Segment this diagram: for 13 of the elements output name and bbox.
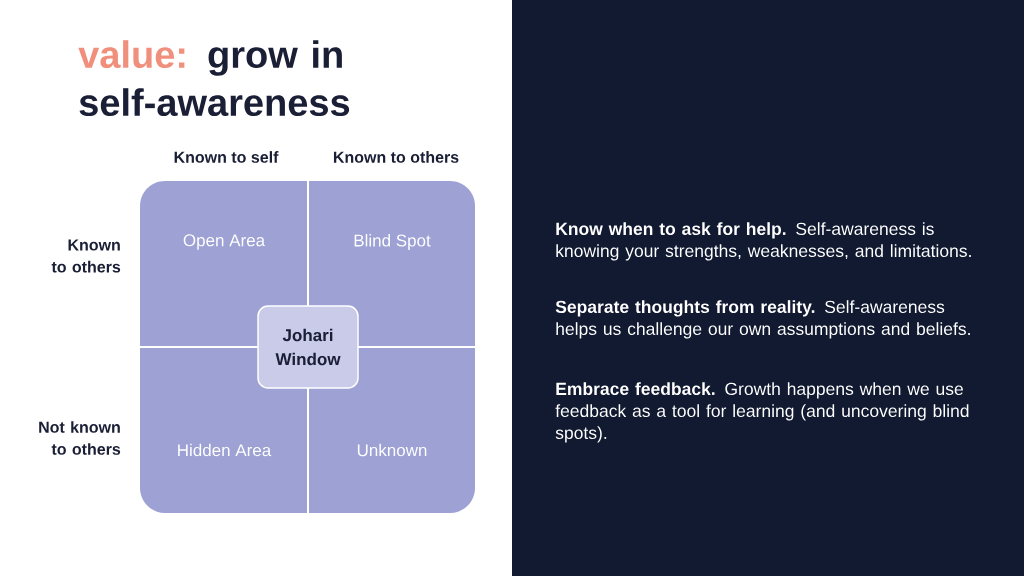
paragraph: Separate thoughts from reality. Self-awareness helps us challenge our own assumptions and beliefs. — [555, 300, 970, 339]
paragraph: Know when to ask for help. Self-awareness is knowing your strengths, weaknesses, and limitations. — [556, 222, 971, 261]
center-box: Johari Window — [257, 305, 359, 389]
row-header: Known to others — [51, 239, 121, 273]
node-label: Blind Spot — [354, 234, 431, 250]
row-header: Not known to others — [39, 421, 121, 455]
node-label: Open Area — [183, 234, 266, 250]
heading: value: grow in self-awareness — [78, 40, 350, 117]
node-label: Unknown — [357, 443, 427, 457]
column-header: Known to others — [333, 151, 459, 163]
paragraph: Embrace feedback. Growth happens when we use feedback as a tool for learning (and uncovering blind spots). — [555, 382, 969, 443]
column-header: Known to self — [174, 151, 279, 163]
node-label: Hidden Area — [178, 443, 272, 457]
